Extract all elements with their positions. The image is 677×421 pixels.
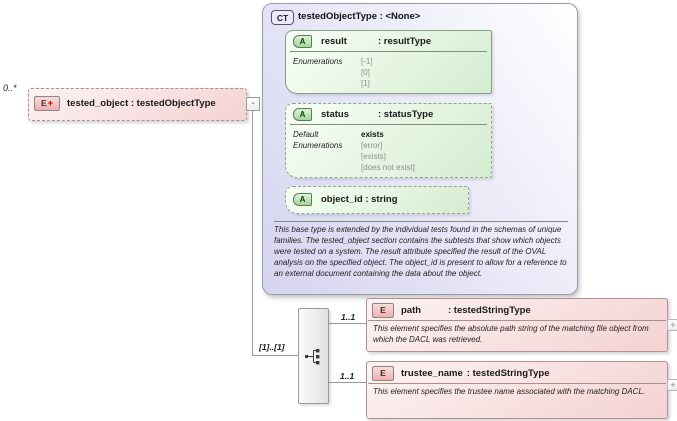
- sequence-icon: [305, 349, 320, 365]
- attribute-name: object_id : string: [321, 194, 398, 205]
- attribute-box-result[interactable]: A result : resultType Enumerations [-1] …: [285, 30, 492, 94]
- element-description: This element specifies the absolute path…: [373, 324, 649, 344]
- model-group-cardinality: [1]..[1]: [259, 342, 285, 352]
- element-label: tested_object : testedObjectType: [67, 97, 216, 109]
- element-box-trustee-name[interactable]: E trustee_name : testedStringType This e…: [366, 361, 668, 419]
- element-box-path[interactable]: E path : testedStringType This element s…: [366, 298, 668, 352]
- enum-value: [does not exist]: [361, 163, 415, 172]
- branch-line-path: [327, 323, 366, 324]
- occurs-label-path: 1..1: [341, 312, 356, 322]
- connector-line-vertical: [252, 109, 253, 355]
- element-icon: E: [372, 365, 394, 381]
- expand-button-path[interactable]: +: [667, 319, 677, 331]
- enum-value: [error]: [361, 141, 383, 150]
- divider: [368, 383, 666, 384]
- element-type: : testedStringType: [466, 367, 550, 379]
- element-description: This element specifies the trustee name …: [373, 387, 646, 396]
- expand-button-trustee-name[interactable]: +: [667, 379, 677, 391]
- facet-label-default: Default: [293, 130, 319, 139]
- attribute-box-object-id[interactable]: A object_id : string: [285, 186, 469, 214]
- complex-type-description: This base type is extended by the indivi…: [274, 225, 567, 278]
- connector-line-to-sequence: [252, 355, 298, 356]
- enum-value: [0]: [361, 68, 370, 77]
- attribute-icon: A: [293, 35, 312, 48]
- cardinality-label: 0..*: [3, 83, 17, 93]
- divider: [290, 51, 487, 52]
- attribute-name: status: [321, 109, 349, 120]
- enum-value: [-1]: [361, 57, 373, 66]
- complex-type-title: testedObjectType : <None>: [298, 11, 421, 22]
- default-value: exists: [361, 130, 384, 139]
- attribute-icon: A: [293, 108, 312, 121]
- divider: [368, 320, 666, 321]
- element-type: : testedStringType: [448, 304, 531, 316]
- attribute-box-status[interactable]: A status : statusType Default exists Enu…: [285, 103, 492, 178]
- element-name: path: [401, 304, 422, 316]
- divider: [290, 124, 487, 125]
- sequence-connector[interactable]: [298, 308, 329, 404]
- expand-plus-icon: +: [47, 97, 53, 108]
- attribute-type: : statusType: [378, 109, 434, 120]
- collapse-button[interactable]: -: [246, 97, 260, 111]
- element-name: trustee_name: [401, 367, 463, 379]
- facet-label-enumerations: Enumerations: [293, 141, 343, 150]
- enum-value: [exists]: [361, 152, 386, 161]
- element-icon: E+: [34, 95, 60, 111]
- attribute-type: : resultType: [378, 36, 432, 47]
- enum-value: [1]: [361, 79, 370, 88]
- branch-line-trustee-name: [327, 382, 366, 383]
- attribute-name: result: [321, 36, 347, 47]
- complex-type-icon: CT: [271, 10, 294, 25]
- divider: [274, 221, 568, 222]
- attribute-icon: A: [293, 193, 312, 206]
- occurs-label-trustee-name: 1..1: [340, 371, 355, 381]
- element-box-tested-object[interactable]: E+ tested_object : testedObjectType: [28, 88, 247, 121]
- element-icon: E: [372, 302, 394, 318]
- facet-label-enumerations: Enumerations: [293, 57, 343, 66]
